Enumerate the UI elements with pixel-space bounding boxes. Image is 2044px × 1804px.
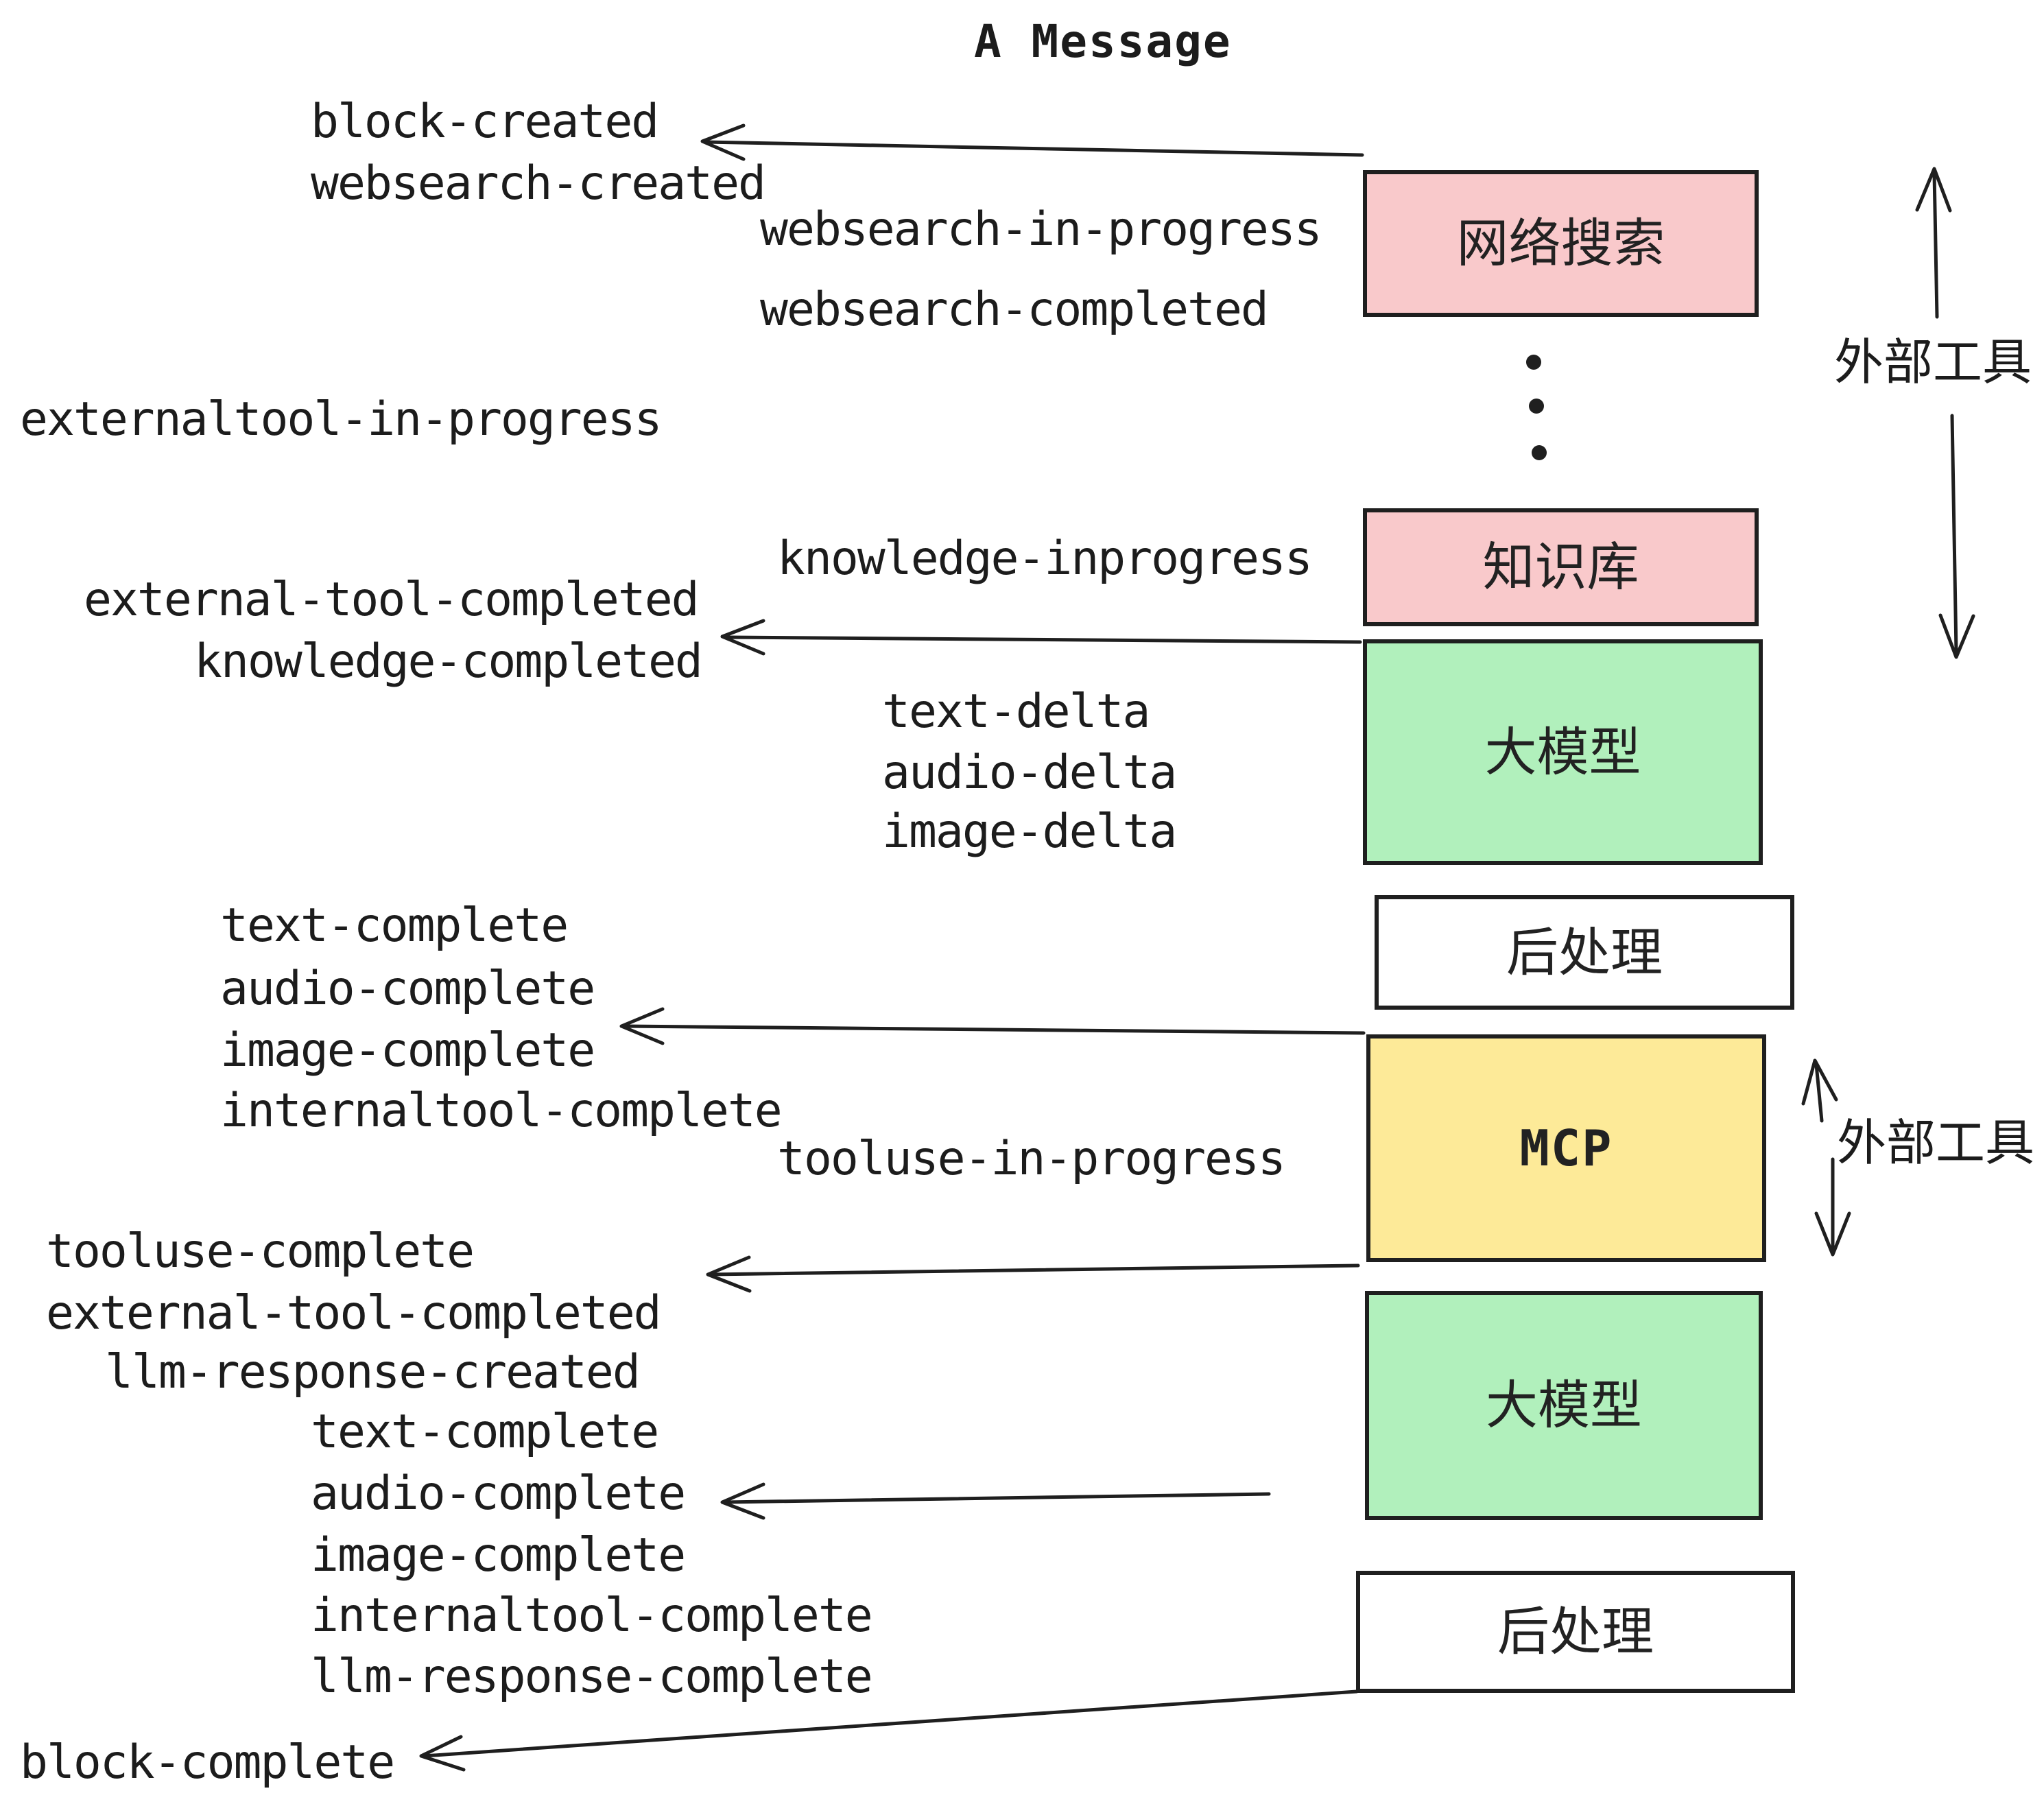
arrow-postprocess-events — [619, 1007, 1366, 1045]
node-websearch: 网络搜索 — [1363, 170, 1759, 317]
event-externaltool-in-progress: externaltool-in-progress — [20, 392, 663, 447]
side-label-external-tools-mcp: 外部工具 — [1837, 1114, 2035, 1172]
node-postprocess-2: 后处理 — [1356, 1571, 1795, 1693]
event-audio-complete-2: audio-complete — [311, 1467, 686, 1521]
event-tooluse-complete: tooluse-complete — [46, 1224, 475, 1279]
node-llm-2-label: 大模型 — [1486, 1375, 1642, 1436]
event-llm-response-complete: llm-response-complete — [311, 1650, 873, 1704]
event-image-complete-1: image-complete — [220, 1023, 595, 1078]
event-internaltool-complete-2: internaltool-complete — [311, 1589, 873, 1643]
event-websearch-created: websearch-created — [311, 156, 766, 211]
event-image-complete-2: image-complete — [311, 1528, 686, 1582]
diagram-title: A Message — [974, 15, 1232, 68]
event-knowledge-inprogress: knowledge-inprogress — [777, 532, 1313, 586]
arrow-llm2-events — [720, 1482, 1271, 1520]
event-tooluse-in-progress: tooluse-in-progress — [777, 1132, 1286, 1186]
vertical-ellipsis — [1526, 355, 1547, 460]
node-knowledge-label: 知识库 — [1482, 536, 1639, 597]
arrow-external-tools-down-mcp — [1814, 1157, 1851, 1257]
side-label-external-tools-top: 外部工具 — [1834, 333, 2032, 391]
event-websearch-in-progress: websearch-in-progress — [760, 202, 1322, 257]
event-block-created: block-created — [311, 95, 659, 149]
arrow-external-tools-up-top — [1915, 167, 1952, 319]
event-text-complete-1: text-complete — [220, 899, 569, 953]
arrow-external-tools-up-mcp — [1801, 1058, 1838, 1123]
event-external-tool-completed: external-tool-completed — [84, 573, 700, 627]
event-websearch-completed: websearch-completed — [760, 283, 1269, 337]
event-block-complete: block-complete — [20, 1735, 395, 1790]
event-text-complete-2: text-complete — [311, 1405, 659, 1459]
node-postprocess-1-label: 后处理 — [1506, 921, 1663, 983]
arrow-external-tools-down-top — [1938, 414, 1975, 659]
event-audio-delta-1: audio-delta — [882, 746, 1177, 800]
arrow-mcp-events — [706, 1255, 1360, 1293]
node-llm-2: 大模型 — [1365, 1291, 1763, 1520]
event-audio-complete-1: audio-complete — [220, 962, 595, 1016]
node-postprocess-1: 后处理 — [1375, 895, 1794, 1010]
event-external-tool-completed-2: external-tool-completed — [46, 1286, 662, 1340]
event-internaltool-complete-1: internaltool-complete — [220, 1084, 783, 1138]
node-mcp-label: MCP — [1519, 1119, 1613, 1177]
arrow-websearch-events — [700, 123, 1364, 161]
node-postprocess-2-label: 后处理 — [1497, 1601, 1654, 1662]
node-websearch-label: 网络搜索 — [1456, 213, 1665, 274]
event-image-delta-1: image-delta — [882, 805, 1177, 859]
event-knowledge-completed: knowledge-completed — [194, 634, 703, 689]
event-llm-response-created: llm-response-created — [105, 1345, 641, 1399]
arrow-knowledge-events — [720, 619, 1362, 656]
event-text-delta-1: text-delta — [882, 685, 1150, 739]
node-mcp: MCP — [1366, 1034, 1766, 1262]
node-llm-1: 大模型 — [1363, 639, 1763, 865]
node-llm-1-label: 大模型 — [1484, 721, 1641, 783]
node-knowledge: 知识库 — [1363, 508, 1759, 626]
